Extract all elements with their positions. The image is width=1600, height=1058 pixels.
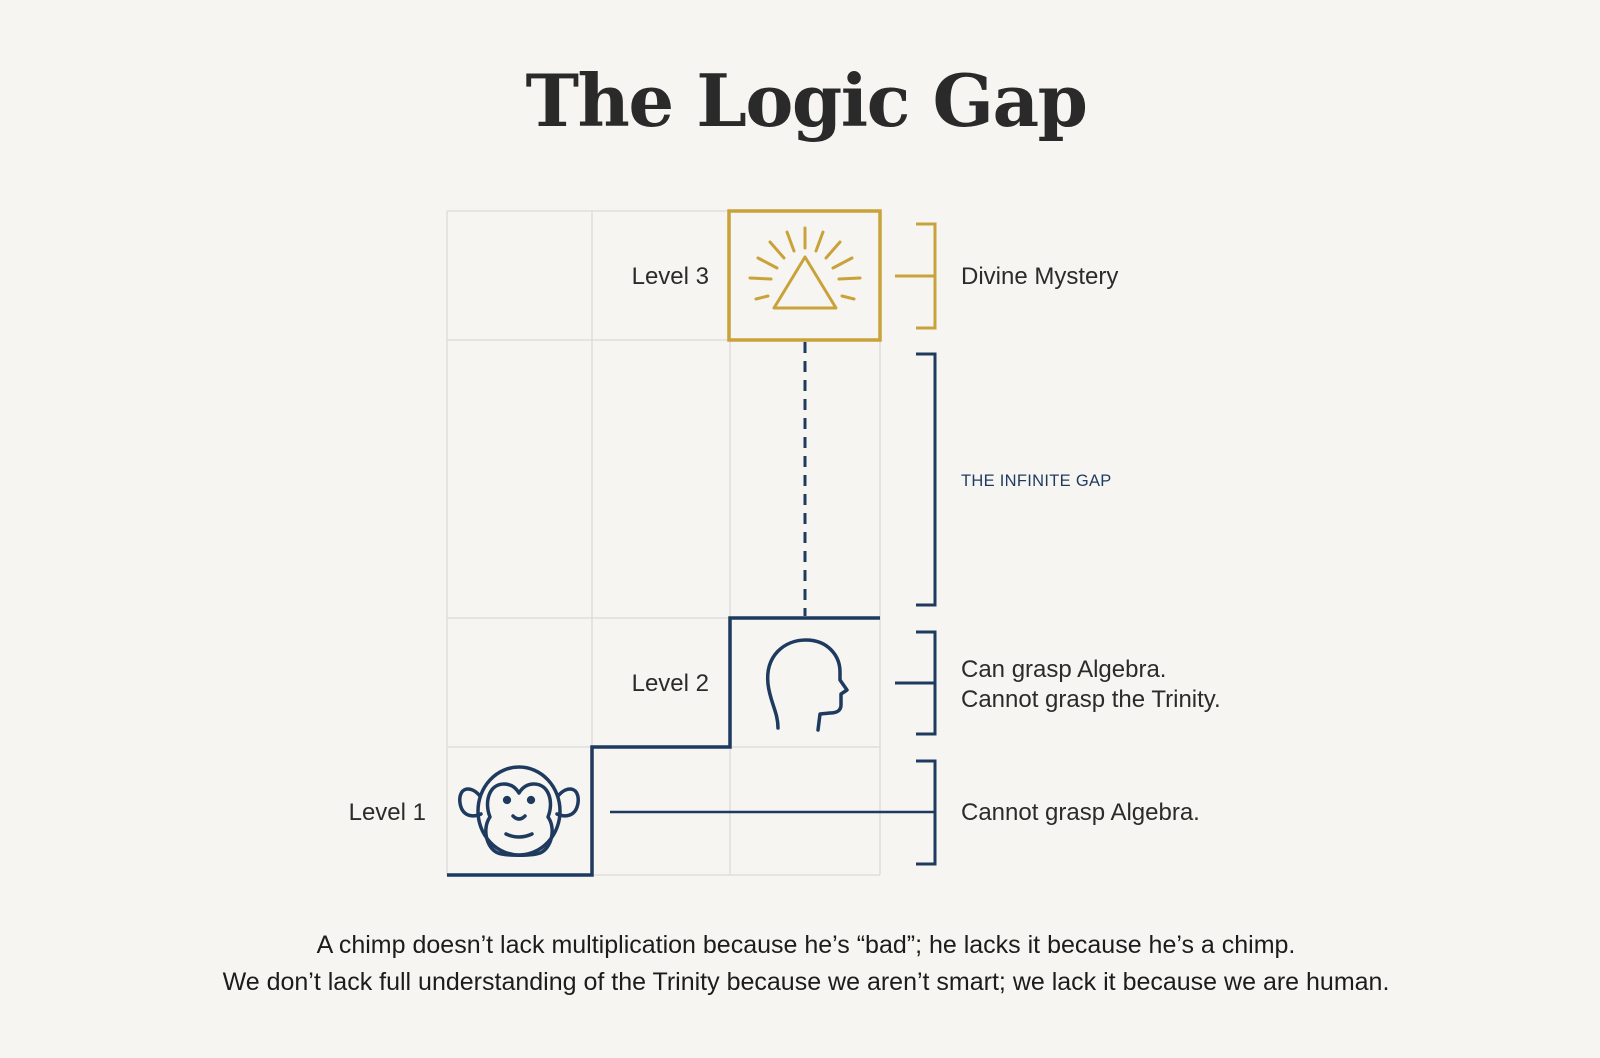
bracket-gap bbox=[916, 352, 937, 607]
chimp-face-icon bbox=[458, 765, 580, 857]
human-head-icon bbox=[766, 638, 849, 732]
caption-line2: We don’t lack full understanding of the … bbox=[222, 968, 1390, 996]
level1-label: Level 1 bbox=[349, 799, 426, 826]
background-grid bbox=[446, 210, 881, 876]
radiant-triangle-icon bbox=[748, 226, 862, 310]
brackets bbox=[610, 222, 937, 866]
level3-label: Level 3 bbox=[632, 263, 709, 290]
staircase-line bbox=[447, 616, 880, 877]
divine-box bbox=[727, 209, 882, 342]
divine-mystery-label: Divine Mystery bbox=[961, 263, 1118, 290]
level2-label: Level 2 bbox=[632, 670, 709, 697]
level2-annotation-line2: Cannot grasp the Trinity. bbox=[961, 686, 1221, 713]
caption: A chimp doesn’t lack multiplication beca… bbox=[0, 927, 1600, 1001]
caption-line1: A chimp doesn’t lack multiplication beca… bbox=[316, 931, 1296, 959]
level1-annotation: Cannot grasp Algebra. bbox=[961, 799, 1200, 826]
infinite-gap-label: THE INFINITE GAP bbox=[961, 472, 1112, 490]
page-title: The Logic Gap bbox=[525, 58, 1088, 143]
level2-annotation-line1: Can grasp Algebra. bbox=[961, 656, 1166, 683]
